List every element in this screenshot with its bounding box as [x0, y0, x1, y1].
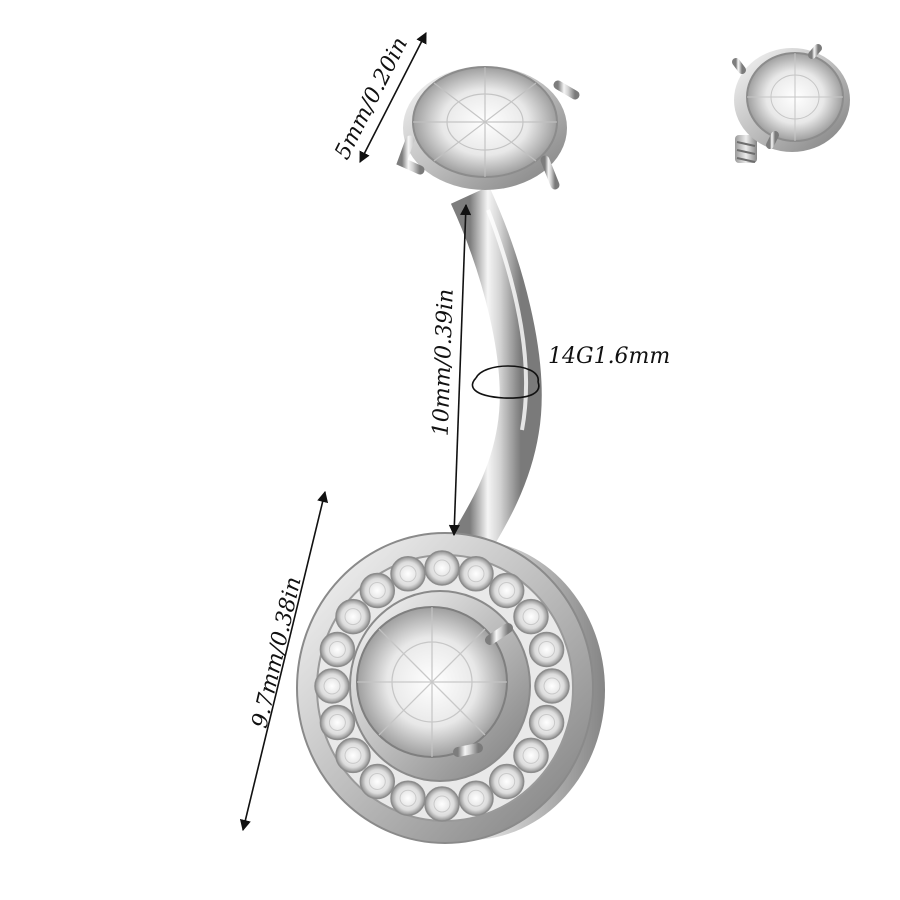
- halo-stone-facet: [522, 746, 540, 764]
- top-gem-dimension-line: [359, 32, 427, 163]
- halo-stones: [314, 550, 570, 822]
- halo-stone: [513, 598, 549, 635]
- bar-length-dimension-label: 10mm/0.39in: [428, 288, 459, 437]
- gauge-indicator: [471, 365, 540, 399]
- halo-stone: [390, 780, 426, 816]
- halo-stone-facet: [344, 746, 362, 764]
- halo-stone-facet: [538, 641, 556, 658]
- halo-stone: [359, 763, 396, 800]
- halo-stone-facet: [368, 773, 386, 790]
- halo-stone: [528, 631, 565, 668]
- halo-stone-facet: [344, 608, 362, 626]
- halo-stone-facet: [433, 795, 451, 813]
- halo-stone-facet: [498, 582, 516, 599]
- halo-stone-facet: [467, 565, 485, 583]
- halo-stone-facet: [399, 565, 417, 583]
- threaded-top-gem: [732, 44, 850, 163]
- halo-stone-facet: [399, 789, 417, 807]
- halo-stone: [335, 737, 371, 774]
- halo-stone-facet: [368, 582, 386, 599]
- halo-stone-facet: [543, 677, 561, 695]
- halo-stone: [314, 668, 350, 704]
- bottom-gem-dimension-line: [239, 490, 329, 832]
- halo-stone-facet: [328, 714, 346, 731]
- halo-stone: [458, 780, 494, 816]
- halo-stone: [528, 704, 565, 741]
- gauge-label: 14G1.6mm: [548, 344, 671, 369]
- top-gem: [396, 66, 580, 190]
- halo-stone: [513, 737, 549, 774]
- bottom-gem-setting: [296, 532, 605, 844]
- halo-stone-facet: [522, 608, 540, 626]
- halo-stone-facet: [498, 773, 516, 790]
- halo-stone-facet: [328, 641, 346, 658]
- bar-length-dimension-line: [448, 203, 472, 537]
- halo-stone: [534, 668, 570, 704]
- halo-stone-facet: [538, 714, 556, 731]
- halo-stone: [488, 572, 525, 609]
- curved-barbell-bar: [450, 186, 542, 556]
- halo-stone: [458, 556, 494, 592]
- halo-stone: [319, 631, 356, 668]
- halo-stone: [319, 704, 356, 741]
- halo-stone: [424, 786, 460, 822]
- halo-stone: [359, 572, 396, 609]
- halo-stone: [488, 763, 525, 800]
- halo-stone: [390, 556, 426, 592]
- halo-stone: [424, 550, 460, 586]
- halo-stone-facet: [433, 559, 451, 577]
- halo-stone-facet: [467, 789, 485, 807]
- halo-stone: [335, 598, 371, 635]
